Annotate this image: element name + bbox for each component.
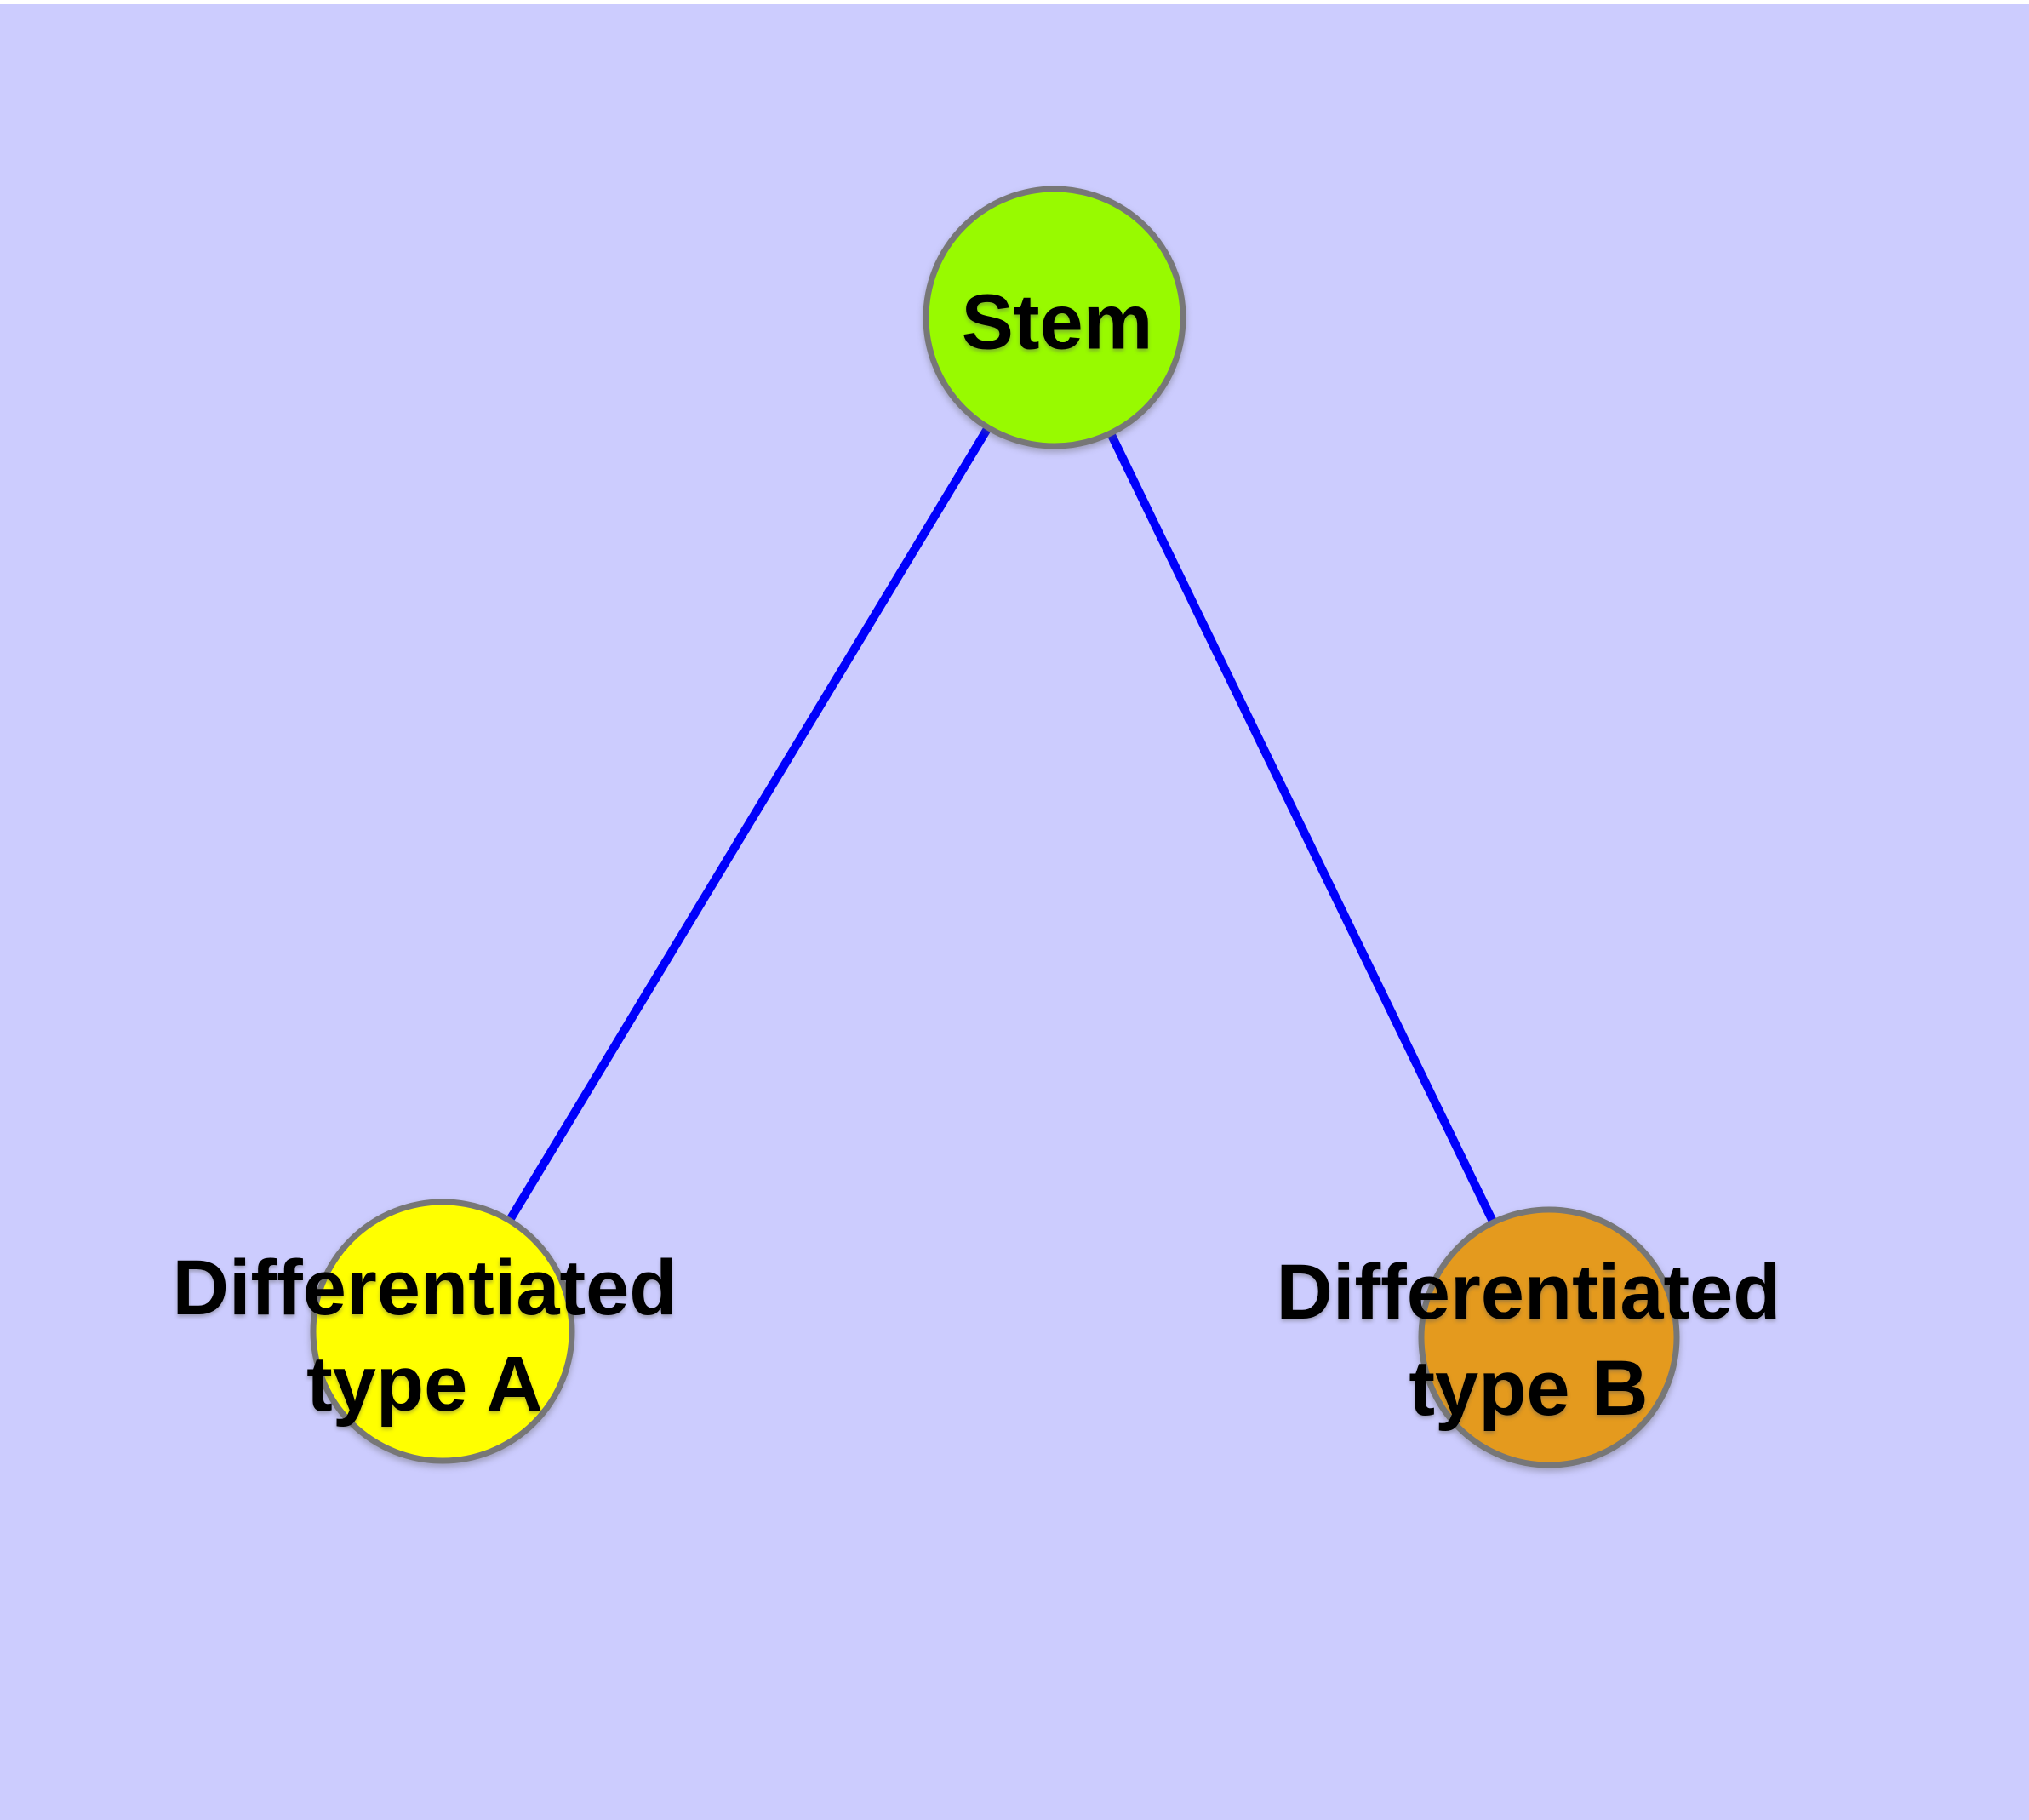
nodes-layer <box>310 186 1680 1468</box>
differentiated-type-a-node-circle <box>310 1199 575 1464</box>
edge-stem-to-type-b <box>1050 315 1553 1340</box>
edge-stem-to-type-a <box>438 315 1059 1334</box>
stem-node-circle <box>923 186 1186 449</box>
differentiated-type-b-node-circle <box>1418 1206 1680 1468</box>
edges-layer <box>438 315 1553 1340</box>
top-border <box>0 0 2029 4</box>
